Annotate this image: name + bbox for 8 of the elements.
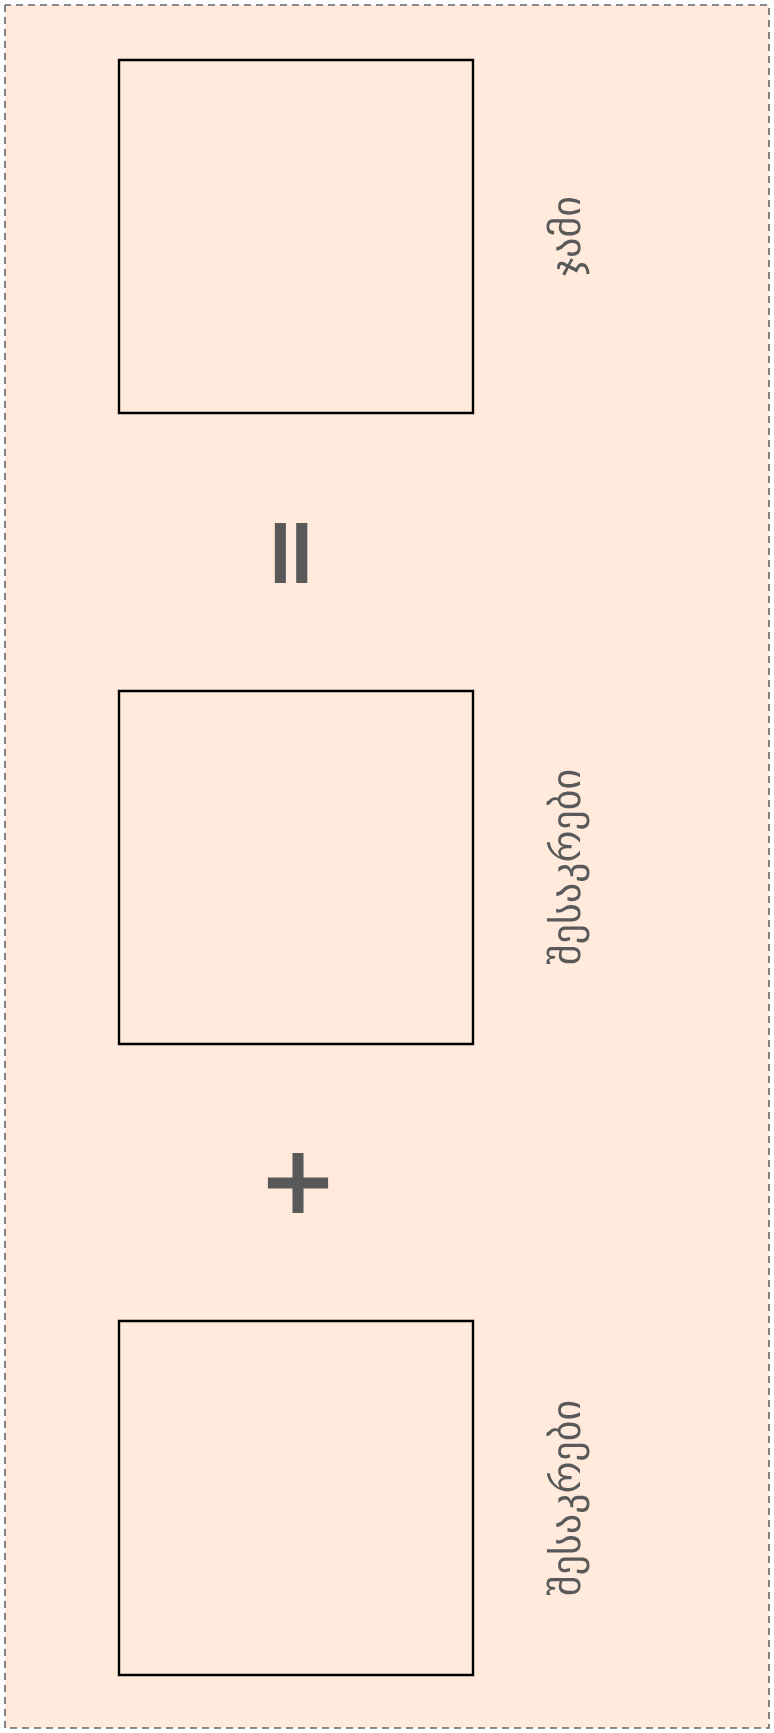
empty-box — [117, 1319, 475, 1677]
empty-box — [117, 689, 475, 1046]
operator-sign: + — [267, 1152, 329, 1214]
box-label: ჯამი — [546, 197, 590, 276]
empty-box — [117, 58, 475, 415]
box-label: შესაკრები — [546, 770, 590, 964]
operator-sign: = — [274, 522, 308, 584]
box-label: შესაკრები — [546, 1401, 590, 1595]
